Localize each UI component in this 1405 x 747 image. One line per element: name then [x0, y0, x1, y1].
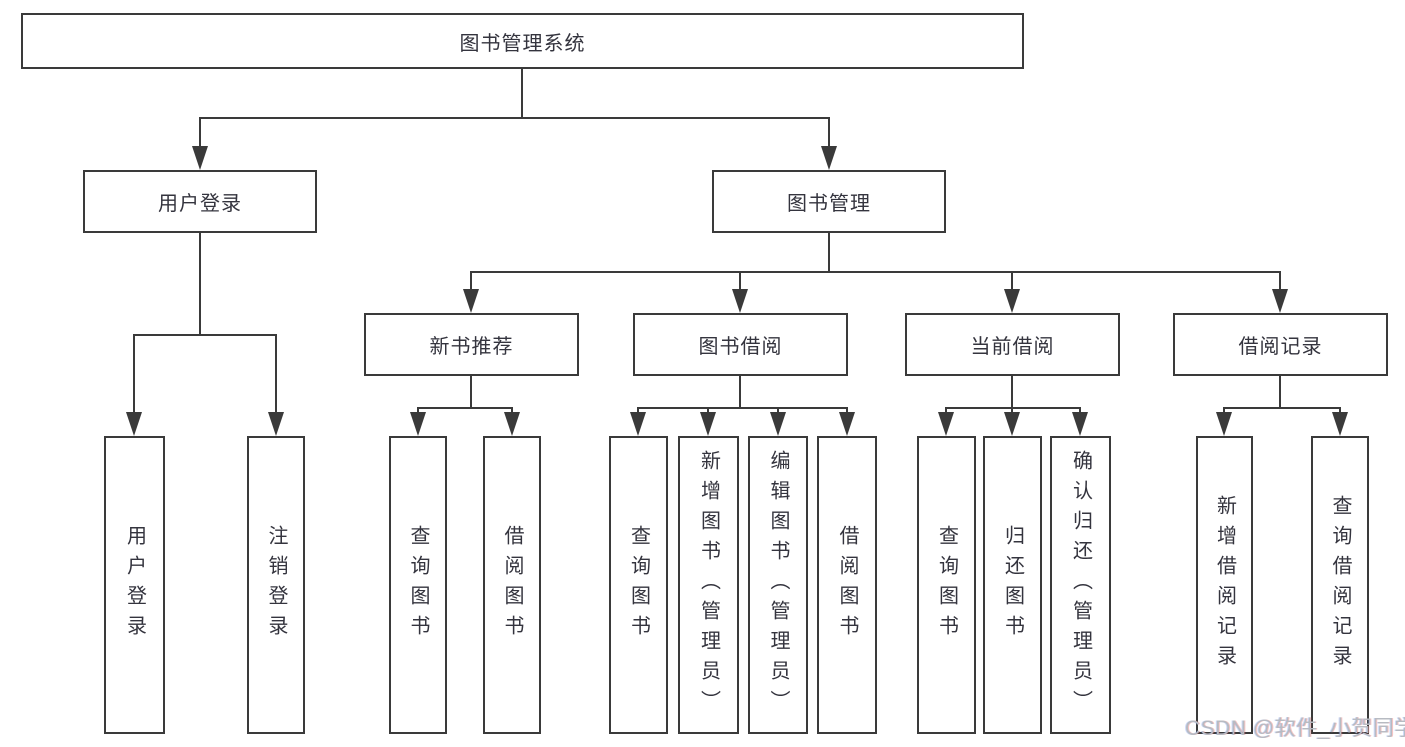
leaf-query-books-1-label: 查询图书	[407, 525, 429, 645]
leaf-query-borrow-record-label: 查询借阅记录	[1329, 495, 1351, 675]
arrowhead-icon	[821, 146, 837, 170]
leaf-add-book-admin-label: 新增图书（管理员）	[697, 450, 720, 720]
arrowhead-icon	[839, 412, 855, 436]
node-current-borrow: 当前借阅	[905, 313, 1120, 376]
arrowhead-icon	[1004, 289, 1020, 313]
arrowhead-icon	[410, 412, 426, 436]
leaf-borrow-books-1: 借阅图书	[483, 436, 541, 734]
leaf-edit-book-admin-label: 编辑图书（管理员）	[767, 450, 789, 720]
arrowhead-icon	[938, 412, 954, 436]
csdn-watermark: CSDN @软件_小贺同学	[1185, 717, 1405, 740]
leaf-query-books-1: 查询图书	[389, 436, 447, 734]
arrowhead-icon	[770, 412, 786, 436]
leaf-user-login-label: 用户登录	[123, 525, 146, 645]
arrowhead-icon	[268, 412, 284, 436]
leaf-borrow-books-2-label: 借阅图书	[836, 525, 858, 645]
node-library-system: 图书管理系统	[21, 13, 1024, 69]
arrowhead-icon	[463, 289, 479, 313]
leaf-query-books-2-label: 查询图书	[627, 525, 650, 645]
arrowhead-icon	[1072, 412, 1088, 436]
arrowhead-icon	[1004, 412, 1020, 436]
node-borrow-records: 借阅记录	[1173, 313, 1388, 376]
node-book-borrow-label: 图书借阅	[698, 336, 783, 358]
arrowhead-icon	[630, 412, 646, 436]
arrowhead-icon	[1216, 412, 1232, 436]
node-user-login-label: 用户登录	[158, 193, 242, 215]
node-new-book-recommend-label: 新书推荐	[429, 336, 514, 358]
arrowheads	[126, 146, 1348, 436]
leaf-add-borrow-record: 新增借阅记录	[1196, 436, 1253, 734]
leaf-add-book-admin: 新增图书（管理员）	[678, 436, 739, 734]
leaf-return-book-label: 归还图书	[1001, 525, 1024, 645]
node-borrow-records-label: 借阅记录	[1238, 336, 1323, 358]
leaf-add-borrow-record-label: 新增借阅记录	[1213, 495, 1236, 675]
arrowhead-icon	[126, 412, 142, 436]
arrowhead-icon	[1272, 289, 1288, 313]
leaf-query-books-3-label: 查询图书	[935, 525, 958, 645]
leaf-confirm-return-admin: 确认归还（管理员）	[1050, 436, 1111, 734]
leaf-user-login: 用户登录	[104, 436, 165, 734]
arrowhead-icon	[700, 412, 716, 436]
node-current-borrow-label: 当前借阅	[970, 336, 1055, 358]
arrowhead-icon	[504, 412, 520, 436]
node-book-borrow: 图书借阅	[633, 313, 848, 376]
leaf-return-book: 归还图书	[983, 436, 1042, 734]
node-book-management-label: 图书管理	[787, 193, 871, 215]
leaf-edit-book-admin: 编辑图书（管理员）	[748, 436, 808, 734]
leaf-confirm-return-admin-label: 确认归还（管理员）	[1069, 450, 1092, 720]
leaf-query-books-3: 查询图书	[917, 436, 976, 734]
leaf-logout: 注销登录	[247, 436, 305, 734]
node-book-management: 图书管理	[712, 170, 946, 233]
leaf-query-books-2: 查询图书	[609, 436, 668, 734]
arrowhead-icon	[192, 146, 208, 170]
leaf-borrow-books-2: 借阅图书	[817, 436, 877, 734]
node-library-system-label: 图书管理系统	[459, 32, 586, 55]
leaf-query-borrow-record: 查询借阅记录	[1311, 436, 1369, 734]
node-user-login: 用户登录	[83, 170, 317, 233]
node-new-book-recommend: 新书推荐	[364, 313, 579, 376]
leaf-logout-label: 注销登录	[265, 525, 287, 645]
leaf-borrow-books-1-label: 借阅图书	[501, 525, 523, 645]
arrowhead-icon	[1332, 412, 1348, 436]
arrowhead-icon	[732, 289, 748, 313]
